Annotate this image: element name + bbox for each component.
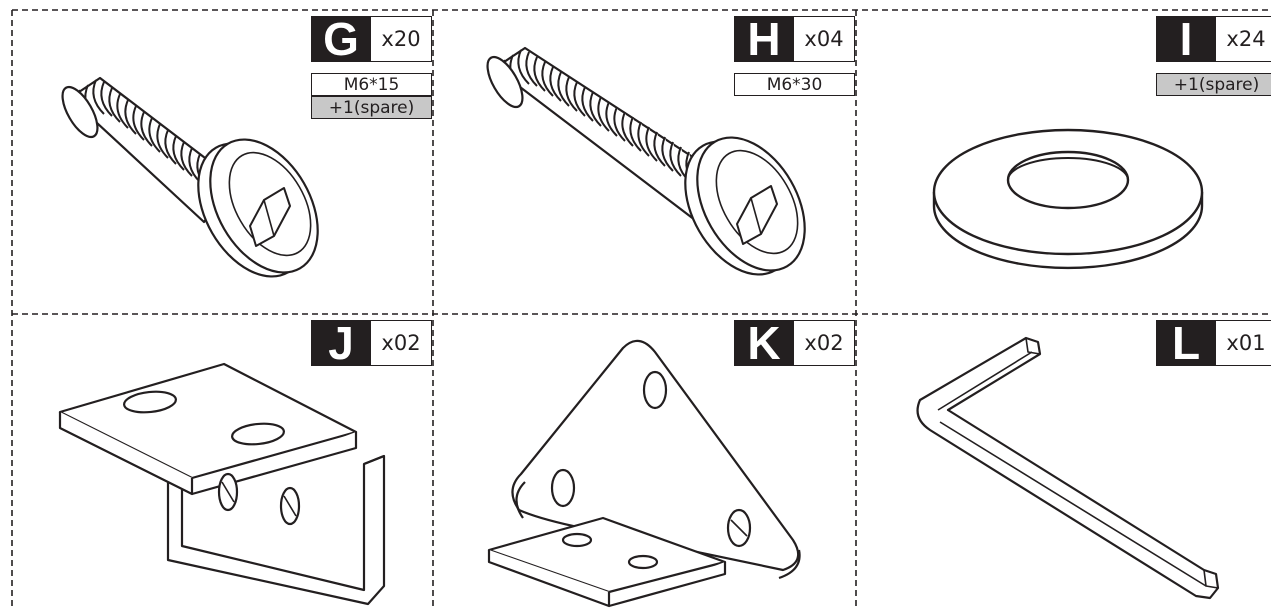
part-spare-g: +1(spare): [311, 96, 432, 119]
flat-washer-icon: [932, 128, 1204, 270]
part-cell-k: K x02: [433, 314, 856, 610]
l-angle-bracket-icon: [58, 362, 386, 606]
part-letter-l: L: [1156, 320, 1216, 366]
triangle-corner-bracket-icon: [487, 339, 801, 608]
part-letter-g: G: [311, 16, 371, 62]
part-size-g: M6*15: [311, 73, 432, 96]
part-badge-i: I x24: [1156, 16, 1271, 62]
part-size-h: M6*30: [734, 73, 855, 96]
part-letter-i: I: [1156, 16, 1216, 62]
pan-head-hex-socket-bolt-short-icon: [61, 76, 319, 278]
part-letter-k: K: [734, 320, 794, 366]
part-badge-j: J x02: [311, 320, 432, 366]
part-cell-g: G x20 M6*15 +1(spare): [12, 10, 433, 314]
part-quantity-k: x02: [794, 320, 855, 366]
part-quantity-j: x02: [371, 320, 432, 366]
pan-head-hex-socket-bolt-long-icon: [486, 46, 806, 276]
part-cell-i: I x24 +1(spare): [856, 10, 1271, 314]
part-cell-j: J x02: [12, 314, 433, 610]
part-quantity-g: x20: [371, 16, 432, 62]
part-badge-h: H x04: [734, 16, 855, 62]
part-spare-i: +1(spare): [1156, 73, 1271, 96]
part-quantity-h: x04: [794, 16, 855, 62]
part-quantity-i: x24: [1216, 16, 1271, 62]
hex-allen-key-icon: [916, 336, 1220, 600]
part-badge-l: L x01: [1156, 320, 1271, 366]
part-letter-j: J: [311, 320, 371, 366]
part-badge-g: G x20: [311, 16, 432, 62]
part-letter-h: H: [734, 16, 794, 62]
part-cell-l: L x01: [856, 314, 1271, 610]
part-badge-k: K x02: [734, 320, 855, 366]
part-cell-h: H x04 M6*30: [433, 10, 856, 314]
part-quantity-l: x01: [1216, 320, 1271, 366]
